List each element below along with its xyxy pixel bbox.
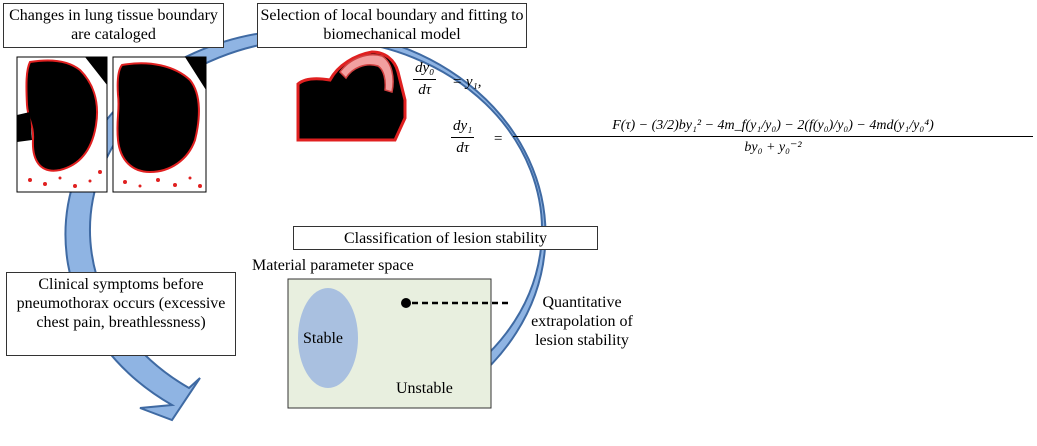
extrapolation-label: Quantitative extrapolation of lesion sta… bbox=[531, 294, 633, 349]
equation-2-equals: = bbox=[493, 131, 504, 147]
classification-text: Classification of lesion stability bbox=[343, 230, 548, 247]
selection-text: Selection of local boundary and fitting … bbox=[260, 7, 524, 43]
lung-scan-image-2 bbox=[112, 56, 207, 193]
equation-1-numerator: dy₀ bbox=[413, 60, 437, 80]
equation-2-rhs: F(τ) − (3/2)by₁² − 4m_f(y₁/y₀) − 2(f(y₀)… bbox=[513, 118, 1033, 156]
equation-2-rhs-denominator: by₀ + y₀⁻² bbox=[744, 140, 802, 155]
equation-2-denominator: dτ bbox=[456, 140, 470, 156]
parameter-space-panel bbox=[287, 278, 510, 409]
stable-region bbox=[298, 288, 358, 388]
lung-scan-image-1 bbox=[16, 56, 108, 193]
equation-2-lhs: dy₁ dτ bbox=[451, 118, 475, 157]
parameter-space-title: Material parameter space bbox=[252, 257, 414, 274]
clinical-box: Clinical symptoms before pneumothorax oc… bbox=[6, 272, 236, 356]
cataloged-text: Changes in lung tissue boundary are cata… bbox=[9, 7, 218, 43]
lesion-point bbox=[401, 298, 411, 308]
equation-2-rhs-numerator: F(τ) − (3/2)by₁² − 4m_f(y₁/y₀) − 2(f(y₀)… bbox=[513, 118, 1033, 137]
equation-2-numerator: dy₁ bbox=[451, 118, 475, 138]
equation-1-denominator: dτ bbox=[418, 82, 432, 98]
equation-1-lhs: dy₀ dτ bbox=[413, 60, 437, 99]
equation-1-rhs: = y₁, bbox=[452, 74, 482, 90]
selection-box: Selection of local boundary and fitting … bbox=[257, 3, 527, 48]
local-boundary-image bbox=[296, 50, 407, 142]
cataloged-box: Changes in lung tissue boundary are cata… bbox=[3, 3, 224, 48]
classification-box: Classification of lesion stability bbox=[293, 226, 598, 250]
stable-label: Stable bbox=[303, 330, 343, 347]
clinical-text: Clinical symptoms before pneumothorax oc… bbox=[16, 276, 226, 331]
unstable-label: Unstable bbox=[396, 380, 453, 397]
